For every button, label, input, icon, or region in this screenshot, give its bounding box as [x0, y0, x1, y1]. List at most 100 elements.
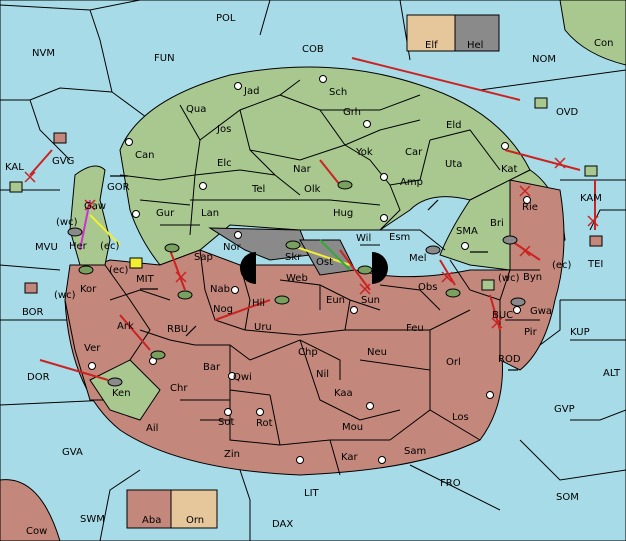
label-Los: Los: [452, 412, 469, 423]
label-Pir: Pir: [524, 327, 538, 338]
label-Eun: Eun: [326, 295, 345, 306]
label-Ark: Ark: [117, 321, 134, 332]
label-Neu: Neu: [367, 347, 387, 358]
label-KAL: KAL: [5, 162, 24, 173]
label-Zin: Zin: [224, 449, 240, 460]
label-Skr: Skr: [285, 252, 302, 263]
marker-right: [372, 252, 388, 284]
label-Chr: Chr: [170, 383, 188, 394]
label-Qua: Qua: [186, 104, 206, 115]
label-Tel: Tel: [251, 184, 265, 195]
label-Gur: Gur: [156, 208, 175, 219]
territory-orn[interactable]: [170, 489, 218, 529]
territory-rie-strip[interactable]: [499, 179, 565, 371]
label-Uta: Uta: [445, 159, 462, 170]
supply-centers: [88, 75, 531, 464]
land-label-layer: Con Elf Hel Jad Sch Qua Jos Grh Eld Can …: [26, 38, 613, 537]
label-ec-north: (ec): [100, 241, 120, 252]
label-Car: Car: [405, 147, 423, 158]
label-BUC: BUC: [492, 310, 513, 321]
label-Rot: Rot: [256, 418, 273, 429]
label-GOR: GOR: [107, 182, 130, 193]
label-Olk: Olk: [304, 184, 321, 195]
label-OVD: OVD: [556, 107, 579, 118]
label-Bri: Bri: [490, 218, 504, 229]
label-ec-kor: (ec): [109, 265, 129, 276]
label-Sap: Sap: [194, 252, 213, 263]
label-Sun: Sun: [361, 295, 380, 306]
label-Lan: Lan: [201, 208, 219, 219]
label-wc-north: (wc): [56, 217, 78, 228]
label-Sot: Sot: [218, 417, 234, 428]
label-SWM: SWM: [80, 514, 105, 525]
label-Ost: Ost: [316, 257, 333, 268]
units: [9, 97, 603, 387]
label-Con: Con: [594, 38, 613, 49]
label-Orn: Orn: [186, 515, 204, 526]
label-Bar: Bar: [203, 362, 221, 373]
label-Amp: Amp: [400, 177, 423, 188]
label-MVU: MVU: [35, 242, 58, 253]
label-ec-east: (ec): [552, 260, 572, 271]
label-ALT: ALT: [603, 368, 621, 379]
label-Elf: Elf: [425, 40, 438, 51]
label-Nab: Nab: [210, 284, 230, 295]
label-Yok: Yok: [355, 147, 373, 158]
label-Kat: Kat: [501, 164, 518, 175]
label-Nog: Nog: [213, 304, 233, 315]
label-Kaa: Kaa: [334, 388, 353, 399]
label-Ken: Ken: [112, 388, 131, 399]
order-arrows: [29, 57, 596, 381]
label-Rie: Rie: [522, 202, 538, 213]
label-Mou: Mou: [342, 422, 363, 433]
label-Cow: Cow: [26, 526, 47, 537]
label-Jos: Jos: [216, 124, 231, 135]
label-GVG: GVG: [52, 156, 74, 167]
label-Grh: Grh: [343, 107, 361, 118]
label-Hil: Hil: [252, 298, 265, 309]
label-SOM: SOM: [556, 492, 579, 503]
territory-hel[interactable]: [454, 14, 500, 52]
label-Sch: Sch: [329, 87, 347, 98]
label-Wil: Wil: [356, 233, 371, 244]
label-TEI: TEI: [587, 259, 603, 270]
territory-elf[interactable]: [406, 14, 456, 52]
label-Byn: Byn: [523, 272, 542, 283]
label-Feu: Feu: [406, 323, 424, 334]
label-Her: Her: [69, 241, 88, 252]
label-Mel: Mel: [409, 253, 427, 264]
label-Chp: Chp: [298, 347, 318, 358]
label-GVA: GVA: [62, 447, 83, 458]
label-Ail: Ail: [146, 423, 158, 434]
label-Eld: Eld: [446, 120, 461, 131]
coast-label-layer: (wc) (ec) (wc) (ec) (wc) (ec): [54, 217, 572, 301]
territory-ken[interactable]: [89, 359, 161, 421]
label-Kar: Kar: [341, 452, 359, 463]
label-Orl: Orl: [446, 357, 461, 368]
label-BOR: BOR: [22, 307, 44, 318]
label-Qwi: Qwi: [233, 372, 252, 383]
label-Nil: Nil: [316, 369, 329, 380]
marker-left: [240, 252, 256, 284]
label-wc-kor: (wc): [54, 290, 76, 301]
label-LIT: LIT: [304, 488, 320, 499]
label-Esm: Esm: [389, 232, 410, 243]
label-KAM: KAM: [580, 193, 602, 204]
label-NOM: NOM: [532, 54, 556, 65]
label-Nor: Nor: [223, 242, 242, 253]
label-Uru: Uru: [254, 322, 272, 333]
label-Gaw: Gaw: [84, 201, 106, 212]
sea-label-layer: POL NVM FUN COB NOM OVD KAL GOR MVU MIT …: [5, 13, 621, 530]
label-Kor: Kor: [80, 284, 97, 295]
label-COB: COB: [302, 44, 324, 55]
label-Aba: Aba: [142, 515, 161, 526]
fail-marks: [24, 157, 599, 329]
label-NVM: NVM: [32, 48, 55, 59]
label-MIT: MIT: [136, 274, 155, 285]
label-Hug: Hug: [333, 208, 353, 219]
label-GVP: GVP: [554, 404, 575, 415]
label-Elc: Elc: [217, 158, 232, 169]
adjacency-arrows: [110, 175, 518, 371]
